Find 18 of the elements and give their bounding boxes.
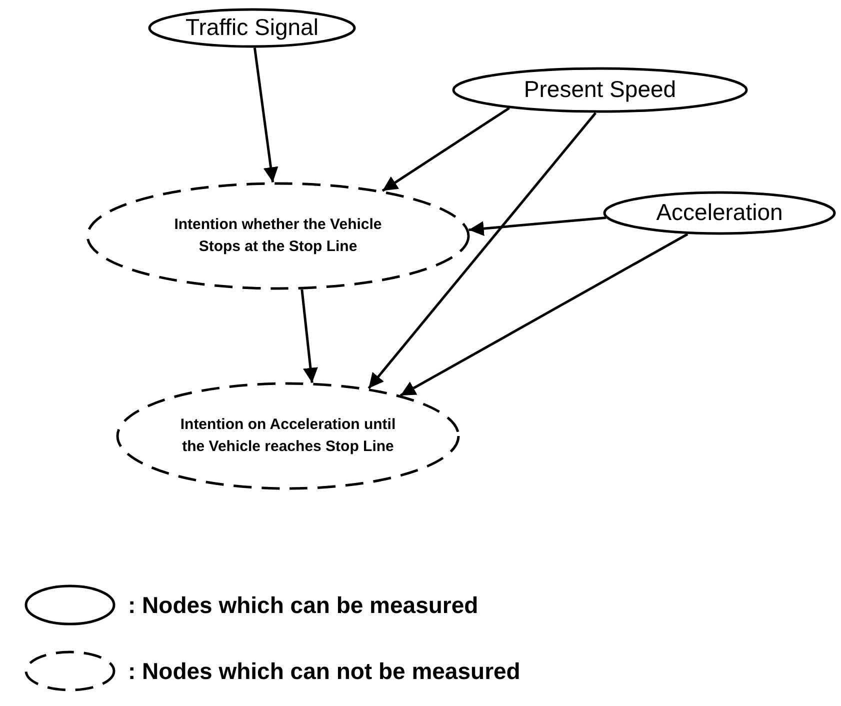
legend-text: : Nodes which can be measured [128, 592, 478, 618]
node-label: Present Speed [524, 75, 676, 104]
arrow [253, 48, 278, 182]
arrow [300, 289, 318, 383]
node-label: Intention on Acceleration until the Vehicle reaches Stop Line [179, 415, 397, 457]
node-label: Intention whether the Vehicle Stops at the Stop Line [173, 215, 383, 257]
ellipse-node [452, 67, 748, 113]
legend-text: : Nodes which can not be measured [128, 658, 520, 684]
node-label: Acceleration [656, 198, 783, 228]
ellipse-node [148, 8, 356, 48]
arrow [368, 112, 597, 390]
arrow [400, 233, 688, 397]
ellipse-node [603, 191, 836, 235]
arrow [382, 106, 510, 192]
arrow [468, 216, 606, 236]
node-label: Traffic Signal [186, 13, 318, 42]
dashed-ellipse-node [86, 182, 470, 290]
dashed-ellipse-node [116, 382, 460, 490]
